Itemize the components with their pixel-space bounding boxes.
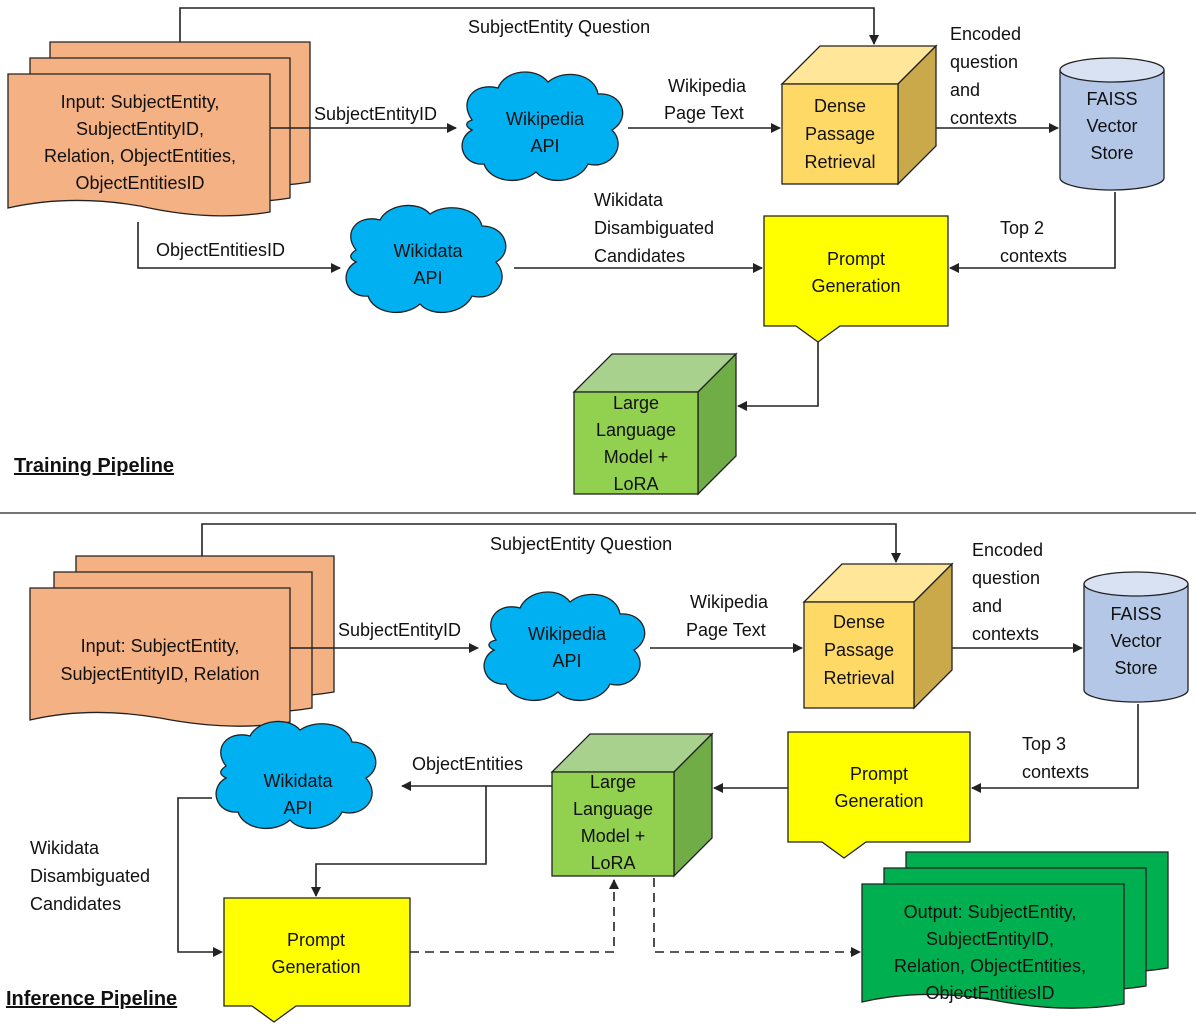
inference-prompt2-line-1: Prompt <box>287 930 345 950</box>
training-edges <box>137 7 1116 411</box>
inference-wikidata-api-cloud: Wikidata API <box>215 720 377 830</box>
inference-wikipedia-api-line-2: API <box>552 651 581 671</box>
inference-llm-line-3: Model + <box>581 826 646 846</box>
training-label-encoded-2: question <box>950 52 1018 72</box>
inference-input-document: Input: SubjectEntity, SubjectEntityID, R… <box>29 555 335 727</box>
training-label-encoded-3: and <box>950 80 980 100</box>
inference-llm-line-1: Large <box>590 772 636 792</box>
training-llm-line-1: Large <box>613 393 659 413</box>
training-pipeline: Input: SubjectEntity, SubjectEntityID, R… <box>7 7 1165 496</box>
inference-wikipedia-api-line-1: Wikipedia <box>528 624 607 644</box>
training-label-wiki-text-1: Wikipedia <box>668 76 747 96</box>
inference-label-candidates-3: Candidates <box>30 894 121 914</box>
training-faiss-line-2: Vector <box>1086 116 1137 136</box>
inference-prompt-generation-1: Prompt Generation <box>787 731 971 859</box>
training-prompt-generation: Prompt Generation <box>763 215 949 343</box>
inference-dpr-line-3: Retrieval <box>823 668 894 688</box>
inference-wikipedia-api-cloud: Wikipedia API <box>483 591 646 702</box>
inference-label-candidates-2: Disambiguated <box>30 866 150 886</box>
inference-output-line-3: Relation, ObjectEntities, <box>894 956 1086 976</box>
training-wikipedia-api-line-2: API <box>530 136 559 156</box>
training-input-line-4: ObjectEntitiesID <box>75 173 204 193</box>
inference-pipeline: Input: SubjectEntity, SubjectEntityID, R… <box>6 523 1189 1023</box>
training-dpr-line-3: Retrieval <box>804 152 875 172</box>
inference-label-top-2: contexts <box>1022 762 1089 782</box>
inference-faiss-cylinder: FAISS Vector Store <box>1083 571 1189 703</box>
inference-label-wiki-text-2: Page Text <box>686 620 766 640</box>
inference-input-line-2: SubjectEntityID, Relation <box>60 664 259 684</box>
training-label-top-1: Top 2 <box>1000 218 1044 238</box>
training-wikidata-api-cloud: Wikidata API <box>345 204 507 314</box>
inference-faiss-line-3: Store <box>1114 658 1157 678</box>
inference-label-object-entities: ObjectEntities <box>412 754 523 774</box>
inference-output-line-4: ObjectEntitiesID <box>925 983 1054 1003</box>
inference-output-document: Output: SubjectEntity, SubjectEntityID, … <box>861 851 1169 1009</box>
training-faiss-line-3: Store <box>1090 143 1133 163</box>
training-faiss-cylinder: FAISS Vector Store <box>1059 57 1165 191</box>
inference-label-encoded-4: contexts <box>972 624 1039 644</box>
inference-dpr-line-2: Passage <box>824 640 894 660</box>
inference-dpr-line-1: Dense <box>833 612 885 632</box>
training-label-wiki-text-2: Page Text <box>664 103 744 123</box>
training-llm-line-3: Model + <box>604 447 669 467</box>
inference-llm-cube: Large Language Model + LoRA <box>550 732 714 878</box>
inference-label-subject-question: SubjectEntity Question <box>490 534 672 554</box>
inference-wikidata-api-line-2: API <box>283 798 312 818</box>
training-label-candidates-2: Disambiguated <box>594 218 714 238</box>
inference-output-line-1: Output: SubjectEntity, <box>904 902 1077 922</box>
training-llm-line-2: Language <box>596 420 676 440</box>
training-wikipedia-api-line-1: Wikipedia <box>506 109 585 129</box>
inference-faiss-line-1: FAISS <box>1110 604 1161 624</box>
training-dpr-line-1: Dense <box>814 96 866 116</box>
training-label-object-ids: ObjectEntitiesID <box>156 240 285 260</box>
inference-label-subject-id: SubjectEntityID <box>338 620 461 640</box>
inference-dpr-cube: Dense Passage Retrieval <box>802 562 954 710</box>
inference-label-candidates-1: Wikidata <box>30 838 100 858</box>
training-wikipedia-api-cloud: Wikipedia API <box>461 71 624 182</box>
training-input-line-1: Input: SubjectEntity, <box>61 92 220 112</box>
training-label-candidates-3: Candidates <box>594 246 685 266</box>
inference-llm-line-4: LoRA <box>590 853 635 873</box>
inference-llm-line-2: Language <box>573 799 653 819</box>
inference-label-top-1: Top 3 <box>1022 734 1066 754</box>
training-faiss-line-1: FAISS <box>1086 89 1137 109</box>
training-llm-cube: Large Language Model + LoRA <box>572 352 738 496</box>
inference-input-line-1: Input: SubjectEntity, <box>81 636 240 656</box>
training-label-encoded-1: Encoded <box>950 24 1021 44</box>
training-wikidata-api-line-2: API <box>413 268 442 288</box>
training-dpr-cube: Dense Passage Retrieval <box>780 44 938 186</box>
inference-wikidata-api-line-1: Wikidata <box>263 771 333 791</box>
inference-prompt-generation-2: Prompt Generation <box>223 897 411 1023</box>
training-prompt-line-2: Generation <box>811 276 900 296</box>
training-label-subject-id: SubjectEntityID <box>314 104 437 124</box>
training-llm-line-4: LoRA <box>613 474 658 494</box>
inference-output-line-2: SubjectEntityID, <box>926 929 1054 949</box>
training-input-line-3: Relation, ObjectEntities, <box>44 146 236 166</box>
training-input-line-2: SubjectEntityID, <box>76 119 204 139</box>
inference-edges <box>177 523 1139 957</box>
training-input-document: Input: SubjectEntity, SubjectEntityID, R… <box>7 41 311 217</box>
training-section-title: Training Pipeline <box>14 455 174 477</box>
inference-label-wiki-text-1: Wikipedia <box>690 592 769 612</box>
inference-prompt2-line-2: Generation <box>271 957 360 977</box>
training-label-top-2: contexts <box>1000 246 1067 266</box>
training-wikidata-api-line-1: Wikidata <box>393 241 463 261</box>
training-label-candidates-1: Wikidata <box>594 190 664 210</box>
training-label-encoded-4: contexts <box>950 108 1017 128</box>
inference-section-title: Inference Pipeline <box>6 988 177 1010</box>
training-label-subject-question: SubjectEntity Question <box>468 17 650 37</box>
inference-faiss-line-2: Vector <box>1110 631 1161 651</box>
inference-label-encoded-1: Encoded <box>972 540 1043 560</box>
inference-prompt1-line-1: Prompt <box>850 764 908 784</box>
inference-label-encoded-2: question <box>972 568 1040 588</box>
inference-prompt1-line-2: Generation <box>834 791 923 811</box>
inference-label-encoded-3: and <box>972 596 1002 616</box>
training-prompt-line-1: Prompt <box>827 249 885 269</box>
training-dpr-line-2: Passage <box>805 124 875 144</box>
